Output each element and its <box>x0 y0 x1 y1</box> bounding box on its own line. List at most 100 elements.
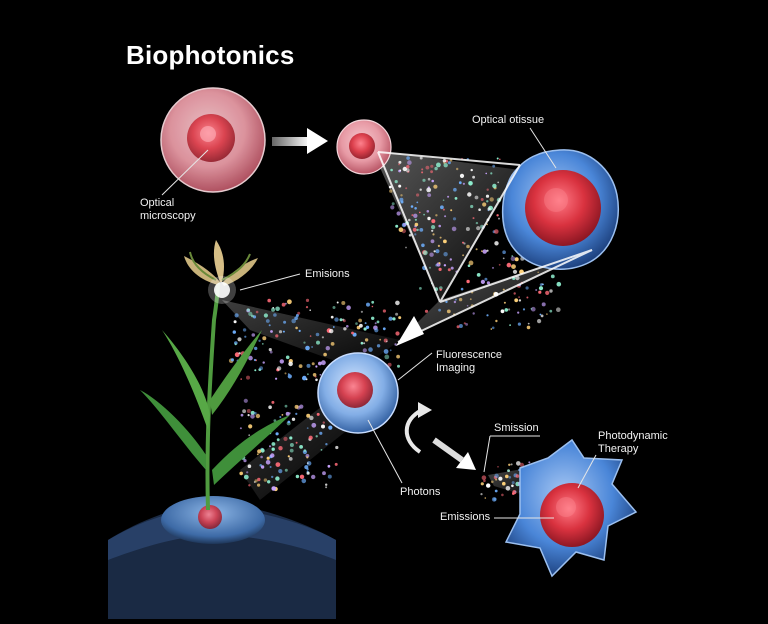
photon-dot <box>492 183 497 189</box>
photon-dot <box>246 409 251 413</box>
photon-dot <box>466 244 470 249</box>
photon-dot <box>311 362 315 366</box>
photon-dot <box>321 360 326 366</box>
photon-dot <box>535 289 538 291</box>
photon-dot <box>323 352 327 357</box>
photon-dot <box>271 447 275 451</box>
photon-dot <box>289 443 294 447</box>
photon-dot <box>494 473 499 478</box>
photon-dot <box>306 470 309 473</box>
photon-dot <box>429 266 431 269</box>
photon-dot <box>248 311 253 316</box>
photon-dot <box>283 436 288 441</box>
photon-dot <box>438 224 442 228</box>
photon-dot <box>458 297 463 302</box>
photon-dot <box>396 354 400 359</box>
photon-dot <box>467 192 472 197</box>
photon-dot <box>430 239 435 244</box>
photon-dot <box>530 307 533 310</box>
photon-dot <box>327 474 332 479</box>
photon-dot <box>242 409 247 414</box>
photon-dot <box>298 364 303 368</box>
photon-dot <box>257 483 261 487</box>
photon-dot <box>439 288 442 291</box>
zigzag-light-rays <box>377 151 593 343</box>
arrow-down-left-icon <box>396 316 424 346</box>
photon-dot <box>394 180 398 184</box>
flower <box>184 240 258 304</box>
photon-dot <box>306 462 309 464</box>
photon-dot <box>403 222 407 227</box>
photon-dot <box>447 161 451 165</box>
photon-dot <box>365 325 370 329</box>
photon-dot <box>305 345 310 351</box>
photon-dot <box>509 324 511 326</box>
photon-dot <box>408 218 411 222</box>
photon-dot <box>505 474 509 479</box>
photon-dot <box>332 326 335 328</box>
photon-dot <box>408 234 412 237</box>
photon-dot <box>285 355 290 360</box>
photon-dot <box>550 274 555 279</box>
photon-dot <box>502 250 506 254</box>
photon-dot <box>395 224 399 228</box>
rotate-arrows-icon <box>404 402 432 454</box>
photon-dot <box>246 308 250 312</box>
label-emissions: Emissions <box>440 511 491 523</box>
photon-dot <box>305 298 310 302</box>
photon-dot <box>447 268 451 272</box>
photon-dot <box>284 372 287 375</box>
photon-dot <box>398 163 401 166</box>
label-optical-tissue: Optical otissue <box>472 114 545 126</box>
photon-dot <box>498 217 500 220</box>
photon-dot <box>458 324 463 328</box>
photon-dot <box>285 302 287 305</box>
photon-dot <box>294 404 299 409</box>
photon-dot <box>246 375 250 380</box>
photon-dot <box>502 288 505 291</box>
photon-dot <box>539 313 542 316</box>
photon-dot <box>468 260 474 266</box>
photon-dot <box>306 468 309 471</box>
photon-dot <box>430 170 433 174</box>
photon-dot <box>309 309 312 312</box>
photon-dot <box>270 453 275 458</box>
photon-dot <box>275 462 281 467</box>
photon-dot <box>450 266 454 270</box>
photon-dot <box>297 311 301 315</box>
photon-dot <box>246 471 249 474</box>
photon-dot <box>260 448 265 453</box>
photon-dot <box>510 256 516 262</box>
photon-dot <box>255 310 259 314</box>
photon-dot <box>253 358 256 362</box>
photon-dot <box>398 316 402 320</box>
photon-dot <box>443 264 447 267</box>
photon-dot <box>364 322 367 325</box>
photon-dot <box>492 266 494 269</box>
photon-dot <box>526 296 529 299</box>
photon-dot <box>342 318 345 321</box>
photon-dot <box>517 311 520 314</box>
photon-dot <box>426 210 430 213</box>
photon-dot <box>299 474 305 479</box>
photon-dot <box>496 157 499 160</box>
photon-dot <box>472 312 475 315</box>
photon-dot <box>429 252 434 257</box>
photon-dot <box>442 159 447 163</box>
photon-dot <box>460 287 464 291</box>
photon-dot <box>233 320 237 324</box>
photon-dot <box>254 369 257 372</box>
photon-dot <box>366 302 370 307</box>
photon-dot <box>248 355 253 361</box>
photon-dot <box>315 378 318 382</box>
photon-dot <box>506 262 512 268</box>
photon-dot <box>376 320 380 324</box>
photon-dot <box>510 463 513 466</box>
photon-dot <box>490 328 493 330</box>
photon-dot <box>456 325 460 329</box>
photon-dot <box>517 322 522 326</box>
arrow-diagonal-icon <box>432 437 476 470</box>
photon-dot <box>316 340 320 345</box>
photon-dot <box>438 267 442 271</box>
photon-dot <box>444 215 447 218</box>
